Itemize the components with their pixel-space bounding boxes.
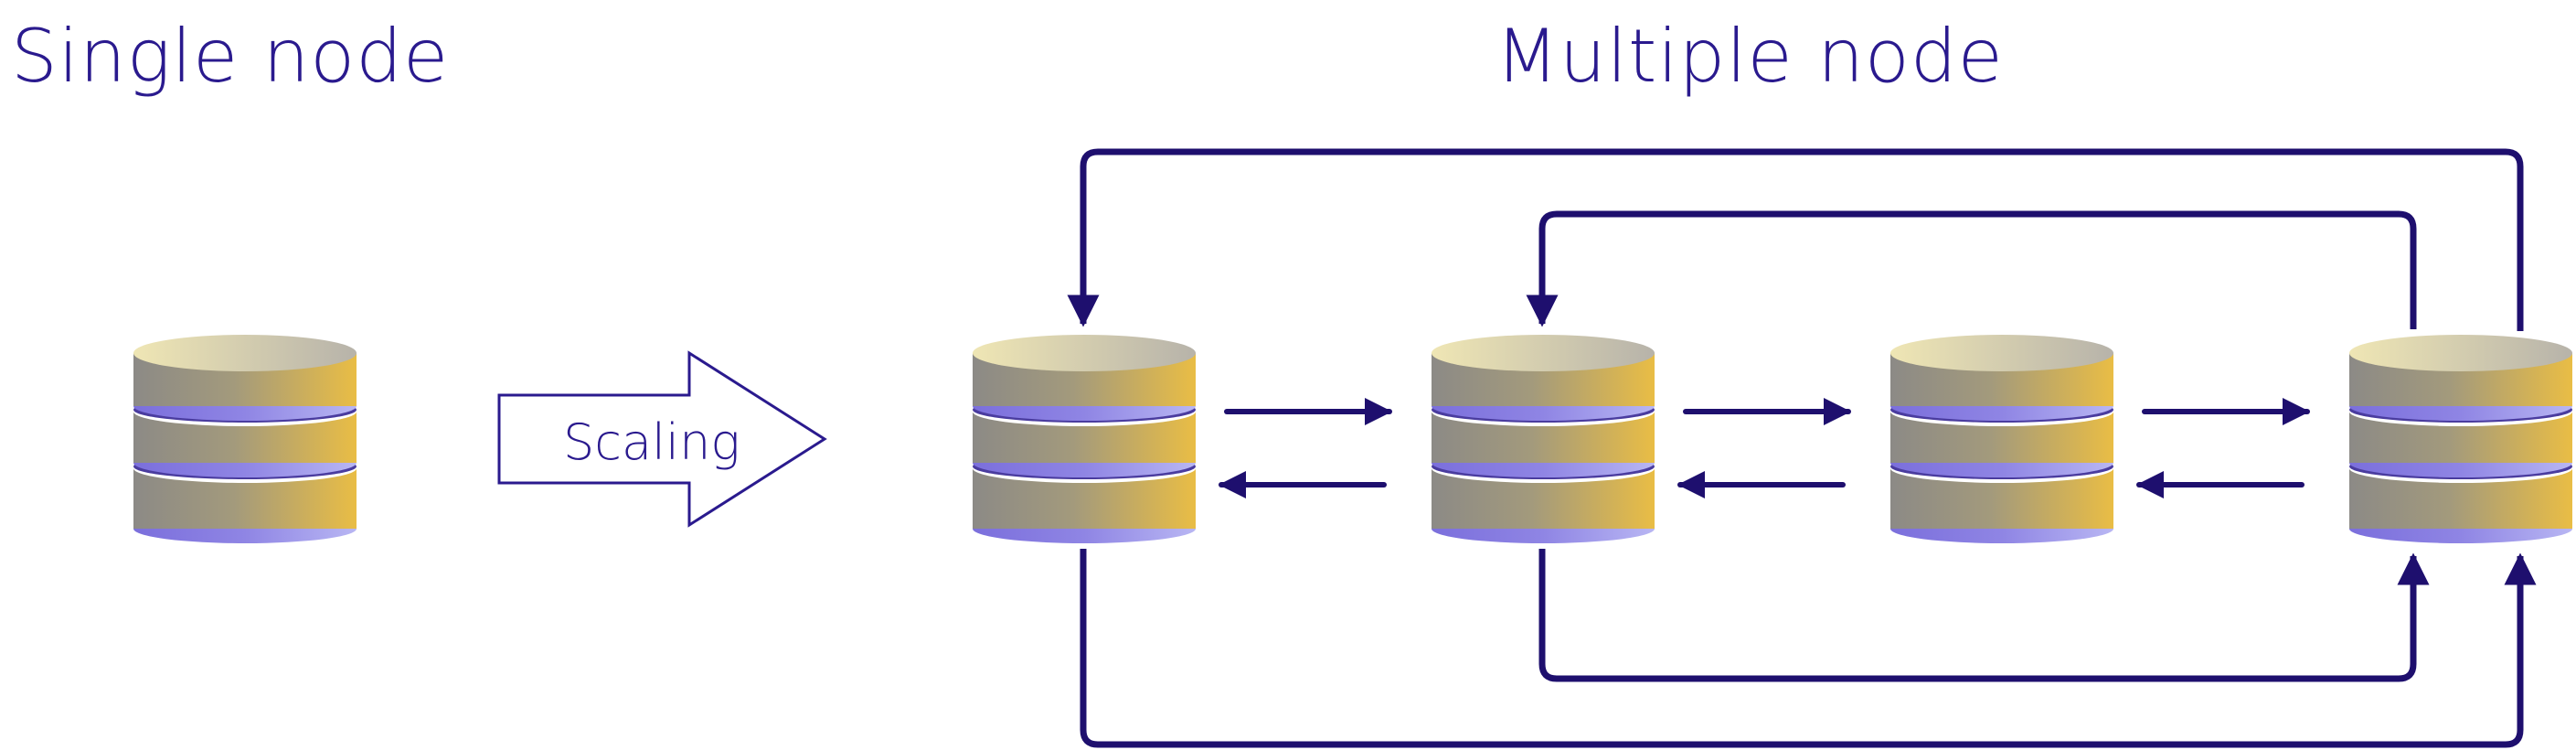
scaling-label: Scaling [563, 413, 740, 471]
bottom-inner-loop-arrow [1538, 549, 2430, 682]
top-inner-loop-arrow [1526, 210, 2417, 329]
bottom-outer-loop-arrow [1080, 549, 2537, 748]
single-node-title: Single node [11, 14, 450, 99]
database-node-2 [1432, 335, 1655, 543]
single-node-database [133, 335, 357, 543]
database-node-4 [2349, 335, 2572, 543]
multiple-node-title: Multiple node [1496, 14, 2004, 99]
loop-links [1067, 148, 2537, 748]
database-node-3 [1890, 335, 2113, 543]
scaling-arrow: Scaling [497, 350, 827, 528]
top-outer-loop-arrow [1067, 148, 2524, 331]
database-node-1 [973, 335, 1196, 543]
adjacent-links [1219, 398, 2310, 498]
